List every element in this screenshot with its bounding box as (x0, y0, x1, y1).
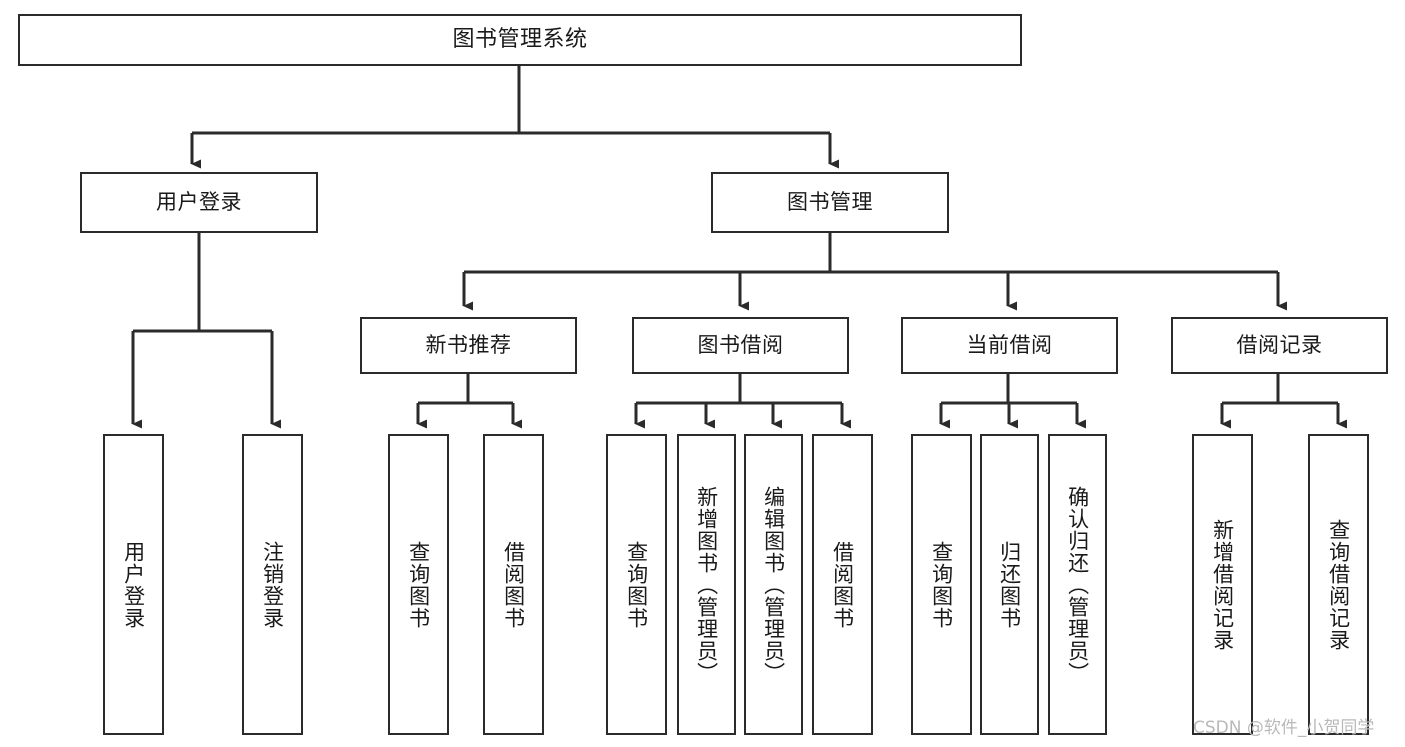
node-label: 借阅记录 (1236, 333, 1323, 358)
node-leaf-borrow-book-2[interactable]: 借阅图书 (812, 434, 873, 735)
node-leaf-borrow-book-1[interactable]: 借阅图书 (483, 434, 544, 735)
node-leaf-query-book-1[interactable]: 查询图书 (388, 434, 449, 735)
node-leaf-edit-book[interactable]: 编辑图书（管理员） (744, 434, 803, 735)
node-label: 确认归还（管理员） (1065, 485, 1090, 684)
node-label: 图书管理系统 (452, 27, 588, 53)
node-leaf-confirm-return[interactable]: 确认归还（管理员） (1048, 434, 1107, 735)
node-label: 新增借阅记录 (1210, 518, 1235, 651)
node-root-book-management-system[interactable]: 图书管理系统 (18, 14, 1022, 66)
node-book-borrow[interactable]: 图书借阅 (632, 317, 849, 374)
node-label: 用户登录 (156, 190, 242, 215)
node-leaf-add-book[interactable]: 新增图书（管理员） (677, 434, 736, 735)
node-label: 查询图书 (624, 540, 649, 629)
node-leaf-query-book-2[interactable]: 查询图书 (606, 434, 667, 735)
node-label: 查询借阅记录 (1326, 518, 1351, 651)
node-label: 当前借阅 (966, 333, 1053, 358)
node-book-manage[interactable]: 图书管理 (711, 172, 949, 233)
node-label: 新增图书（管理员） (694, 485, 719, 684)
node-leaf-query-record[interactable]: 查询借阅记录 (1308, 434, 1369, 735)
node-leaf-user-login[interactable]: 用户登录 (103, 434, 164, 735)
node-borrow-record[interactable]: 借阅记录 (1171, 317, 1388, 374)
node-label: 归还图书 (997, 540, 1022, 629)
node-label: 查询图书 (929, 540, 954, 629)
node-leaf-add-record[interactable]: 新增借阅记录 (1192, 434, 1253, 735)
node-new-book-recommend[interactable]: 新书推荐 (360, 317, 577, 374)
node-leaf-return-book[interactable]: 归还图书 (980, 434, 1039, 735)
node-user-login[interactable]: 用户登录 (80, 172, 318, 233)
node-label: 编辑图书（管理员） (761, 485, 786, 684)
node-current-borrow[interactable]: 当前借阅 (901, 317, 1118, 374)
node-label: 图书借阅 (697, 333, 784, 358)
node-label: 图书管理 (787, 190, 873, 215)
node-label: 注销登录 (260, 540, 285, 629)
node-leaf-query-book-3[interactable]: 查询图书 (911, 434, 972, 735)
csdn-watermark: CSDN @软件_小贺同学 (1193, 718, 1375, 738)
node-label: 查询图书 (406, 540, 431, 629)
node-label: 新书推荐 (425, 333, 512, 358)
node-label: 借阅图书 (501, 540, 526, 629)
node-label: 用户登录 (121, 540, 146, 629)
node-label: 借阅图书 (830, 540, 855, 629)
node-leaf-user-logout[interactable]: 注销登录 (242, 434, 303, 735)
